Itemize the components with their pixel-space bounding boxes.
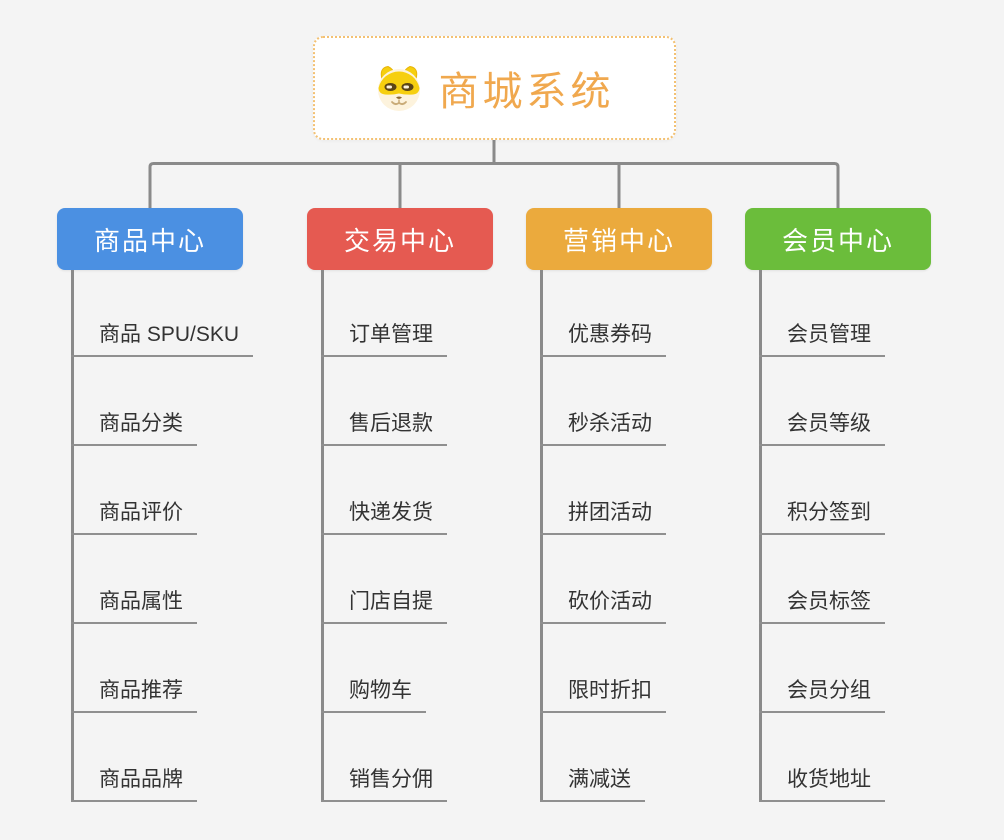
node-order-management[interactable]: 订单管理 — [321, 323, 447, 357]
node-coupon-code[interactable]: 优惠券码 — [540, 323, 666, 357]
branch-header-marketing-center[interactable]: 营销中心 — [526, 208, 712, 270]
branch-label: 会员中心 — [781, 225, 894, 256]
branch-header-product-center[interactable]: 商品中心 — [57, 208, 243, 270]
root-node[interactable]: 商城系统 — [313, 36, 676, 140]
node-product-category[interactable]: 商品分类 — [71, 412, 197, 446]
node-limited-time-discount[interactable]: 限时折扣 — [540, 679, 666, 713]
node-product-attribute[interactable]: 商品属性 — [71, 590, 197, 624]
branch-label: 商品中心 — [93, 225, 206, 256]
node-member-tag[interactable]: 会员标签 — [759, 590, 885, 624]
node-sales-commission[interactable]: 销售分佣 — [321, 768, 447, 802]
node-aftersale-refund[interactable]: 售后退款 — [321, 412, 447, 446]
branch-header-trade-center[interactable]: 交易中心 — [307, 208, 493, 270]
node-product-spu-sku[interactable]: 商品 SPU/SKU — [71, 323, 254, 357]
node-flash-sale[interactable]: 秒杀活动 — [540, 412, 666, 446]
branch-trunk-line — [71, 270, 74, 802]
root-title: 商城系统 — [438, 70, 615, 114]
branch-marketing-center: 营销中心 优惠券码 秒杀活动 拼团活动 砍价活动 限时折扣 满减送 — [526, 0, 776, 840]
node-full-reduction[interactable]: 满减送 — [540, 768, 645, 802]
branch-label: 交易中心 — [343, 225, 456, 256]
node-product-recommend[interactable]: 商品推荐 — [71, 679, 197, 713]
dog-icon — [375, 64, 423, 112]
node-product-brand[interactable]: 商品品牌 — [71, 768, 197, 802]
node-shipping-address[interactable]: 收货地址 — [759, 768, 885, 802]
node-bargain-activity[interactable]: 砍价活动 — [540, 590, 666, 624]
branch-trade-center: 交易中心 订单管理 售后退款 快递发货 门店自提 购物车 销售分佣 — [307, 0, 557, 840]
branch-product-center: 商品中心 商品 SPU/SKU 商品分类 商品评价 商品属性 商品推荐 商品品牌 — [57, 0, 307, 840]
branch-header-member-center[interactable]: 会员中心 — [745, 208, 931, 270]
node-points-checkin[interactable]: 积分签到 — [759, 501, 885, 535]
node-member-group[interactable]: 会员分组 — [759, 679, 885, 713]
branch-label: 营销中心 — [562, 225, 675, 256]
node-product-review[interactable]: 商品评价 — [71, 501, 197, 535]
branch-member-center: 会员中心 会员管理 会员等级 积分签到 会员标签 会员分组 收货地址 — [745, 0, 995, 840]
branch-trunk-line — [759, 270, 762, 802]
node-member-management[interactable]: 会员管理 — [759, 323, 885, 357]
node-store-pickup[interactable]: 门店自提 — [321, 590, 447, 624]
branch-trunk-line — [540, 270, 543, 802]
node-shopping-cart[interactable]: 购物车 — [321, 679, 426, 713]
node-member-level[interactable]: 会员等级 — [759, 412, 885, 446]
branch-trunk-line — [321, 270, 324, 802]
node-express-delivery[interactable]: 快递发货 — [321, 501, 447, 535]
node-group-buy[interactable]: 拼团活动 — [540, 501, 666, 535]
